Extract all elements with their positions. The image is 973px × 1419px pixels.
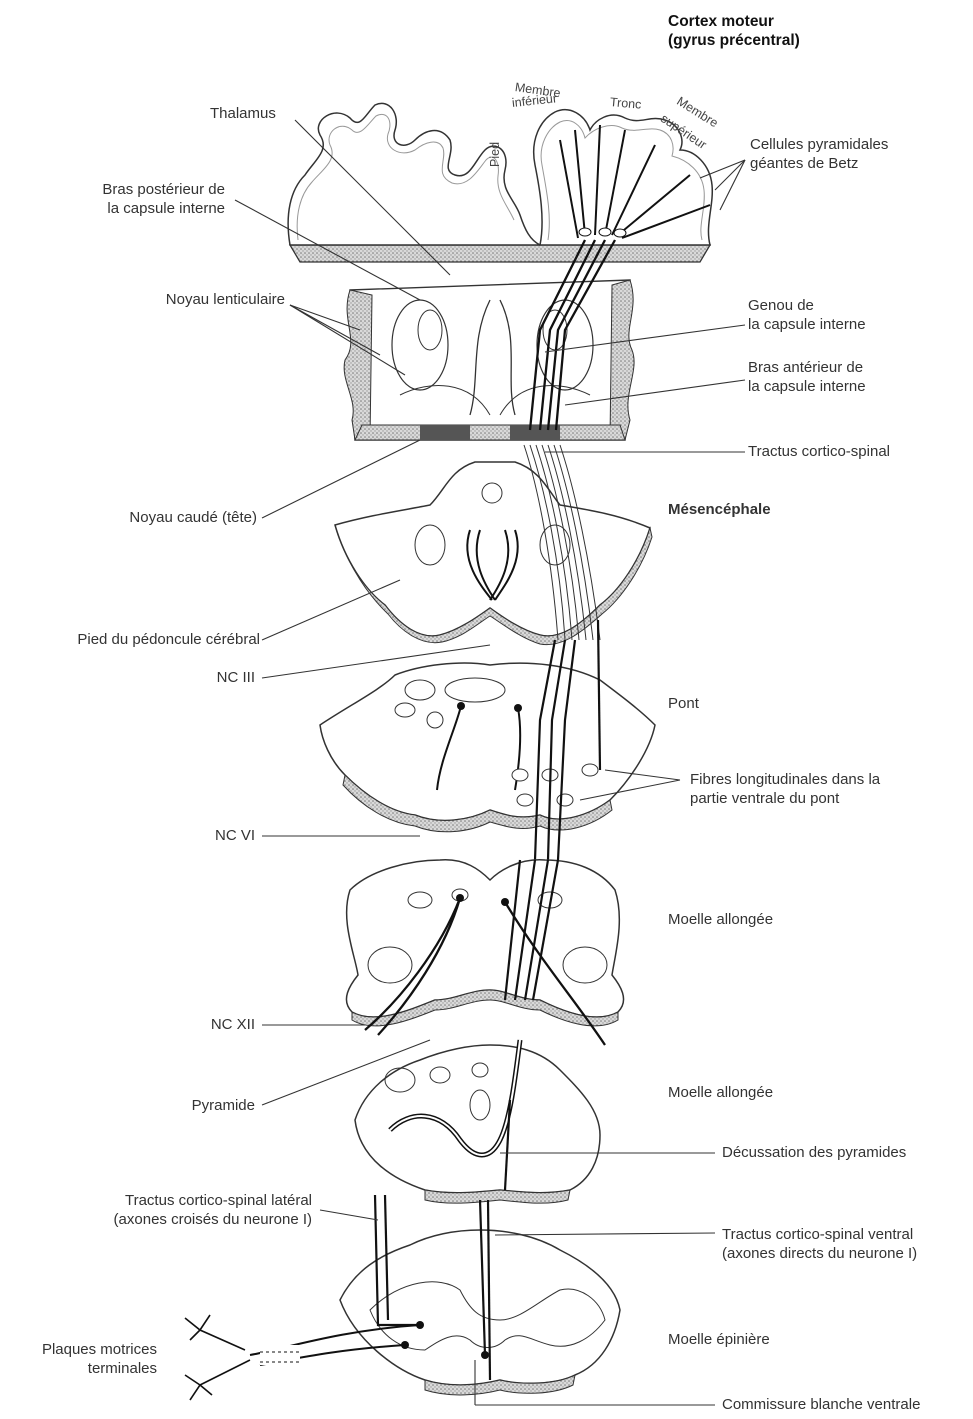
title-line-1: Cortex moteur xyxy=(668,12,800,31)
label-cellules-line-2: géantes de Betz xyxy=(750,154,888,173)
label-mesencephale: Mésencéphale xyxy=(668,500,771,519)
label-tractus-cortico-spinal: Tractus cortico-spinal xyxy=(748,442,890,461)
label-bras-posterieur-line-1: Bras postérieur de xyxy=(60,180,225,199)
medulla-lower-section xyxy=(355,1040,600,1203)
label-pyramide: Pyramide xyxy=(130,1096,255,1115)
label-pont: Pont xyxy=(668,694,699,713)
pons-section xyxy=(320,620,655,860)
label-nc-vi: NC VI xyxy=(160,826,255,845)
label-moelle-allongee-lower: Moelle allongée xyxy=(668,1083,773,1102)
label-pied-pedoncule: Pied du pédoncule cérébral xyxy=(10,630,260,649)
label-tractus-lateral-line-1: Tractus cortico-spinal latéral xyxy=(50,1191,312,1210)
label-bras-anterieur-line-1: Bras antérieur de xyxy=(748,358,866,377)
label-commissure: Commissure blanche ventrale xyxy=(722,1395,920,1414)
label-cellules-line-1: Cellules pyramidales xyxy=(750,135,888,154)
label-plaques-motrices: Plaques motrices terminales xyxy=(5,1340,157,1378)
label-nc-xii: NC XII xyxy=(160,1015,255,1034)
midbrain-section xyxy=(335,445,652,645)
internal-capsule-section xyxy=(344,240,634,440)
label-fibres-longitudinales: Fibres longitudinales dans la partie ven… xyxy=(690,770,880,808)
title-line-2: (gyrus précentral) xyxy=(668,31,800,50)
label-cellules-betz: Cellules pyramidales géantes de Betz xyxy=(750,135,888,173)
label-noyau-lenticulaire: Noyau lenticulaire xyxy=(80,290,285,309)
label-tractus-ventral-line-2: (axones directs du neurone I) xyxy=(722,1244,917,1263)
label-genou: Genou de la capsule interne xyxy=(748,296,866,334)
label-bras-anterieur: Bras antérieur de la capsule interne xyxy=(748,358,866,396)
label-noyau-caude: Noyau caudé (tête) xyxy=(40,508,257,527)
label-moelle-epiniere: Moelle épinière xyxy=(668,1330,770,1349)
label-fibres-line-1: Fibres longitudinales dans la xyxy=(690,770,880,789)
label-genou-line-2: la capsule interne xyxy=(748,315,866,334)
label-tractus-ventral: Tractus cortico-spinal ventral (axones d… xyxy=(722,1225,917,1263)
label-bras-posterieur-line-2: la capsule interne xyxy=(60,199,225,218)
label-decussation: Décussation des pyramides xyxy=(722,1143,906,1162)
label-moelle-allongee-upper: Moelle allongée xyxy=(668,910,773,929)
cortex-section xyxy=(288,103,712,262)
label-genou-line-1: Genou de xyxy=(748,296,866,315)
label-thalamus: Thalamus xyxy=(210,104,276,123)
title: Cortex moteur (gyrus précentral) xyxy=(668,12,800,50)
label-fibres-line-2: partie ventrale du pont xyxy=(690,789,880,808)
medulla-upper-section xyxy=(346,860,623,1045)
cortex-label-tronc: Tronc xyxy=(609,95,642,112)
label-nc-iii: NC III xyxy=(160,668,255,687)
label-tractus-ventral-line-1: Tractus cortico-spinal ventral xyxy=(722,1225,917,1244)
label-tractus-lateral: Tractus cortico-spinal latéral (axones c… xyxy=(50,1191,312,1229)
label-bras-posterieur: Bras postérieur de la capsule interne xyxy=(60,180,225,218)
label-bras-anterieur-line-2: la capsule interne xyxy=(748,377,866,396)
label-plaques-line-2: terminales xyxy=(5,1359,157,1378)
cortex-label-pied: Pied xyxy=(488,142,502,167)
label-plaques-line-1: Plaques motrices xyxy=(5,1340,157,1359)
label-tractus-lateral-line-2: (axones croisés du neurone I) xyxy=(50,1210,312,1229)
